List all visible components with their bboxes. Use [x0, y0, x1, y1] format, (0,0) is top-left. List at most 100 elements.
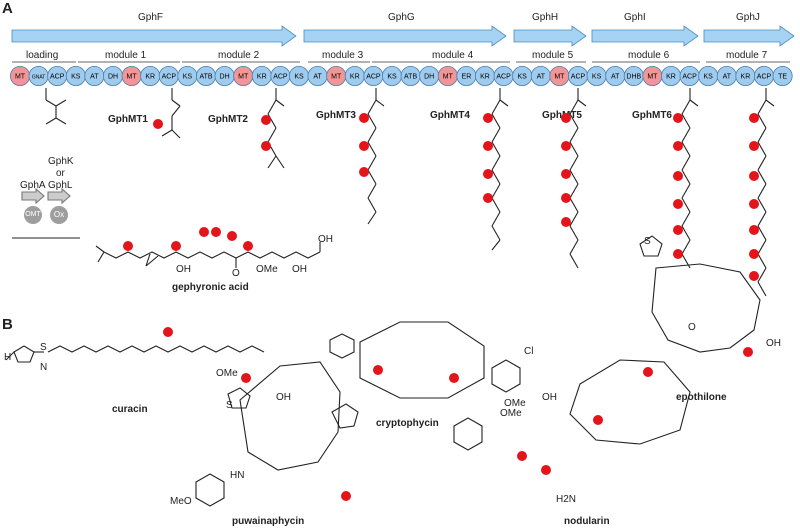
svg-text:TE: TE — [778, 74, 787, 81]
domain-at-32: AT — [605, 66, 626, 87]
svg-text:ACP: ACP — [162, 74, 177, 81]
domain-kr-18: KR — [344, 66, 365, 87]
svg-text:KS: KS — [71, 74, 81, 81]
puwainaphycin-meo: MeO — [170, 496, 192, 507]
methyl-dot — [359, 167, 369, 177]
svg-text:MT: MT — [647, 74, 658, 81]
svg-text:ACP: ACP — [496, 74, 511, 81]
svg-text:ATB: ATB — [404, 74, 417, 81]
gephyronic-acid-name: gephyronic acid — [172, 282, 249, 293]
module-label-3: module 3 — [322, 50, 364, 61]
curacin-s: S — [40, 342, 47, 353]
svg-text:ACP: ACP — [50, 74, 65, 81]
gephyronic-ome: OMe — [256, 264, 278, 275]
methyl-dot — [261, 141, 271, 151]
methyl-dot — [163, 327, 173, 337]
module-label-6: module 6 — [628, 50, 670, 61]
cryptophycin-ome: OMe — [504, 398, 526, 409]
methyl-dot — [359, 141, 369, 151]
svg-text:ACP: ACP — [273, 74, 288, 81]
svg-text:MT: MT — [554, 74, 565, 81]
svg-text:KS: KS — [518, 74, 528, 81]
methyl-dot — [673, 199, 683, 209]
methyl-dot — [673, 113, 683, 123]
svg-text:KR: KR — [666, 74, 676, 81]
domain-acp-2: ACP — [47, 66, 68, 87]
module-label-loading: loading — [26, 50, 59, 61]
methyl-dot — [541, 465, 551, 475]
module-label-5: module 5 — [532, 50, 574, 61]
domain-acp-8: ACP — [158, 66, 179, 87]
mt-label-6: GphMT6 — [632, 110, 672, 121]
domain-ks-9: KS — [177, 66, 198, 87]
panel-a-letter: A — [2, 0, 13, 17]
svg-text:KS: KS — [704, 74, 714, 81]
tailor-gene-l: GphL — [48, 180, 73, 191]
svg-text:AT: AT — [313, 74, 322, 81]
methyl-dot — [153, 119, 163, 129]
epothilone-s: S — [644, 236, 651, 247]
methyl-dot — [673, 225, 683, 235]
curacin-ome: OMe — [216, 368, 238, 379]
methyl-dot — [561, 169, 571, 179]
methyl-dot — [123, 241, 133, 251]
gene-label-gphh: GphH — [532, 12, 559, 23]
gephyronic-oh2: OH — [292, 264, 307, 275]
ox-badge: Ox — [50, 206, 68, 224]
domain-mt-29: MT — [549, 66, 570, 87]
mt-label-4: GphMT4 — [430, 110, 470, 121]
gephyronic-oh1: OH — [176, 264, 191, 275]
puwainaphycin-oh: OH — [276, 392, 291, 403]
domain-ks-3: KS — [65, 66, 86, 87]
svg-text:ER: ER — [462, 74, 472, 81]
gene-label-gphj: GphJ — [736, 12, 760, 23]
svg-text:ACP: ACP — [366, 74, 381, 81]
svg-text:DH: DH — [424, 74, 434, 81]
methyl-dot — [561, 141, 571, 151]
svg-text:ACP: ACP — [757, 74, 772, 81]
methyl-dot — [749, 249, 759, 259]
curacin-h: H — [4, 352, 12, 363]
gephyronic-cooh: OH — [318, 234, 333, 245]
compound-epothilone: epothilone — [676, 392, 727, 403]
epothilone-o: O — [688, 322, 696, 333]
methyl-dot — [483, 113, 493, 123]
methyl-dot — [749, 113, 759, 123]
svg-text:ACP: ACP — [571, 74, 586, 81]
mt-label-1: GphMT1 — [108, 114, 148, 125]
methyl-dot — [171, 241, 181, 251]
methyl-dot — [749, 199, 759, 209]
methyl-dot — [673, 141, 683, 151]
svg-text:MT: MT — [127, 74, 138, 81]
methyl-dot — [261, 115, 271, 125]
methyl-dot — [643, 367, 653, 377]
gene-arrow-gphh — [513, 25, 587, 47]
methyl-dot — [243, 241, 253, 251]
methyl-dot — [241, 373, 251, 383]
svg-text:MT: MT — [15, 74, 26, 81]
svg-text:AT: AT — [90, 74, 99, 81]
methyl-dot — [749, 171, 759, 181]
methyl-dot — [483, 193, 493, 203]
nodularin-h2n: H2N — [556, 494, 577, 505]
mt-label-2: GphMT2 — [208, 114, 248, 125]
methyl-dot — [561, 193, 571, 203]
mt-label-3: GphMT3 — [316, 110, 356, 121]
methyl-dot — [673, 171, 683, 181]
methyl-dot — [227, 231, 237, 241]
methyl-dot — [561, 113, 571, 123]
compound-curacin: curacin — [112, 404, 148, 415]
methyl-dot — [483, 169, 493, 179]
svg-text:KR: KR — [741, 74, 751, 81]
puwainaphycin-hn: HN — [230, 470, 245, 481]
svg-text:KR: KR — [350, 74, 360, 81]
nodularin-ome: OMe — [500, 408, 522, 419]
svg-text:KR: KR — [480, 74, 490, 81]
module-label-7: module 7 — [726, 50, 768, 61]
domain-acp-40: ACP — [754, 66, 775, 87]
methyl-dot — [199, 227, 209, 237]
domain-mt-12: MT — [233, 66, 254, 87]
methyl-dot — [483, 141, 493, 151]
svg-text:KS: KS — [183, 74, 193, 81]
